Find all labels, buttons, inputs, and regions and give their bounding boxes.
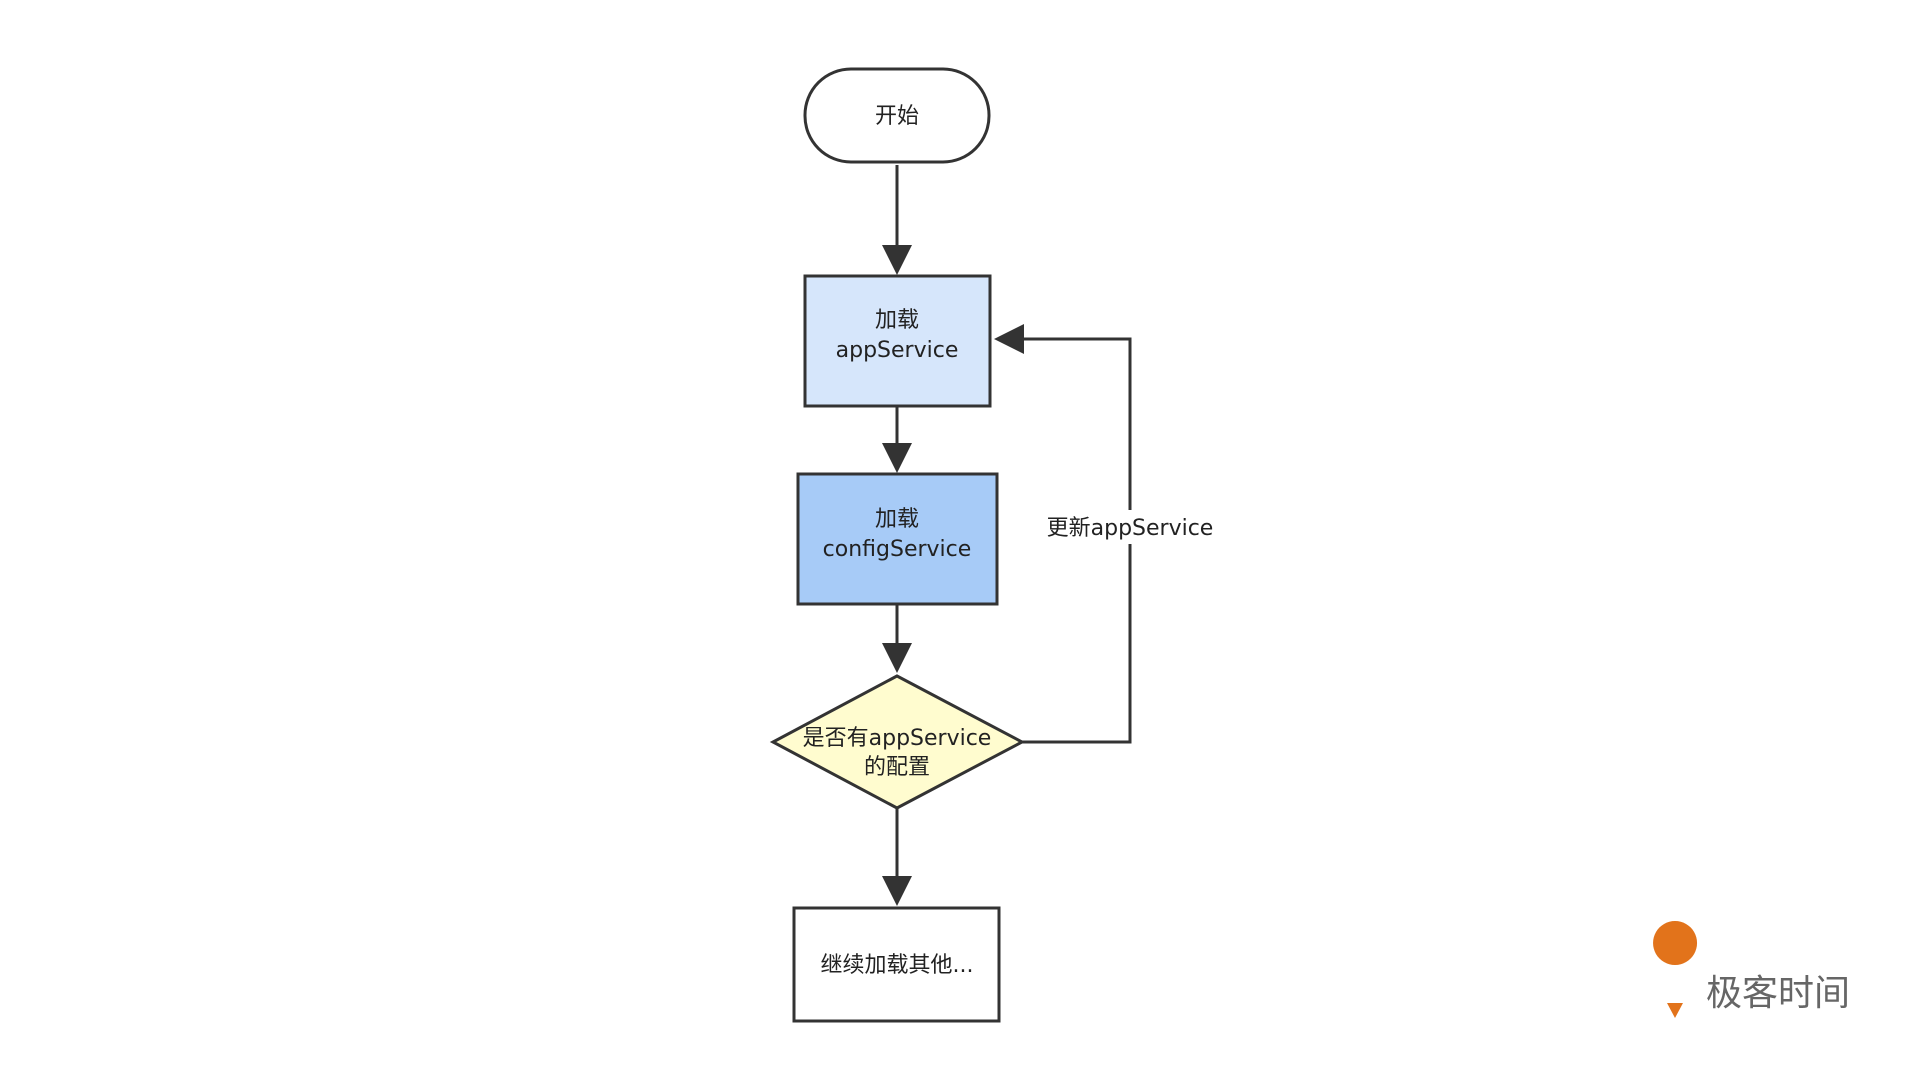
update-label-background [1045, 510, 1215, 544]
logo-pin-tip [1667, 1003, 1683, 1018]
location-pin-icon [1653, 921, 1698, 1018]
load-app-service-shape [803, 274, 992, 408]
load-config-service-line1: 加载 [875, 507, 919, 532]
logo-pin-shape [1653, 921, 1698, 965]
load-config-service-line2: configService [823, 537, 972, 562]
start-node: 开始 [803, 67, 991, 164]
continue-node: 继续加载其他... [792, 906, 1001, 1023]
load-app-service-line1: 加载 [875, 308, 919, 333]
continue-node-label: 继续加载其他... [821, 953, 974, 978]
geekbang-logo: 极客时间 [1653, 921, 1850, 1018]
logo-text: 极客时间 [1706, 973, 1850, 1014]
load-app-service-line2: appService [836, 338, 959, 363]
load-config-service-shape [796, 472, 999, 606]
load-config-service-node: 加载 configService [796, 472, 999, 606]
start-node-label: 开始 [875, 104, 919, 129]
decision-node: 是否有appService 的配置 [769, 674, 1026, 810]
update-app-service-label: 更新appService [1045, 510, 1215, 544]
continue-node-shape [792, 906, 1001, 1023]
decision-line1: 是否有appService [803, 726, 992, 751]
update-label-text: 更新appService [1047, 516, 1214, 541]
decision-line2: 的配置 [864, 755, 930, 780]
logo-pin-inner [1665, 975, 1685, 995]
load-app-service-node: 加载 appService [803, 274, 992, 408]
start-node-shape [803, 67, 991, 164]
